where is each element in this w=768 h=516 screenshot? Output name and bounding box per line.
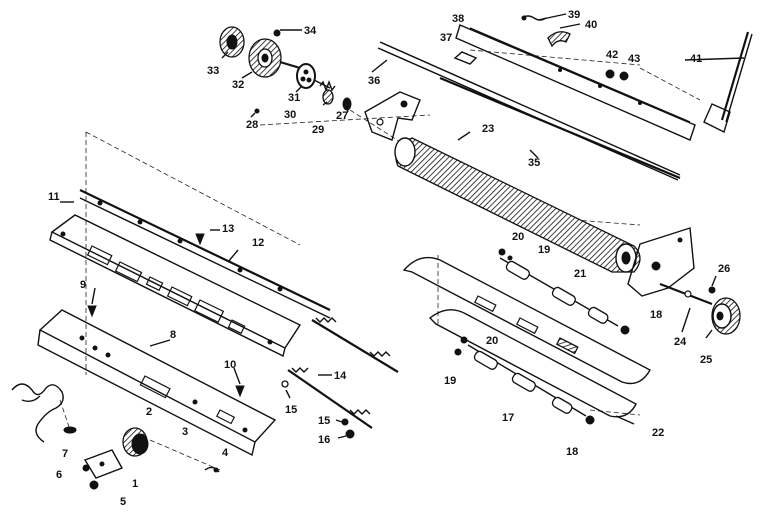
lower-tray-22: [428, 309, 637, 418]
base-plate-8: [37, 309, 277, 457]
nut-part-6: [82, 464, 90, 472]
knob-part-25: [711, 297, 741, 335]
spring-part-30: [319, 80, 336, 92]
label-part-37: 37: [440, 32, 452, 44]
gear-part-32: [248, 38, 301, 78]
label-part-39: 39: [568, 9, 580, 21]
label-part-1: 1: [132, 478, 138, 490]
upper-tray: [402, 256, 651, 385]
label-part-21: 21: [574, 268, 586, 280]
label-part-23: 23: [482, 123, 494, 135]
roller-shaft-part-21: [499, 257, 619, 327]
roller-shaft-part-17: [467, 344, 587, 417]
label-part-34: 34: [304, 25, 317, 37]
label-part-33: 33: [207, 65, 219, 77]
shaft-part-35: [439, 76, 681, 180]
label-part-28: 28: [246, 119, 258, 131]
label-part-5: 5: [120, 496, 126, 508]
label-part-32: 32: [232, 79, 244, 91]
shaft-part-24: [659, 282, 713, 306]
nut-part-18-upper: [620, 325, 630, 335]
wire-part-4: [204, 466, 220, 473]
label-part-15a: 15: [285, 404, 297, 416]
knob-assembly: [219, 26, 352, 118]
wheel-part-31: [296, 63, 331, 89]
bracket-bar-12: [79, 189, 331, 319]
label-part-42: 42: [606, 49, 618, 61]
label-part-25: 25: [700, 354, 712, 366]
label-part-18b: 18: [566, 446, 578, 458]
label-part-35: 35: [528, 157, 540, 169]
label-part-26: 26: [718, 263, 730, 275]
label-part-8: 8: [170, 329, 176, 341]
nut-part-18-lower: [585, 415, 595, 425]
roller-part-23: [394, 137, 641, 273]
label-part-43: 43: [628, 53, 640, 65]
label-part-31: 31: [288, 92, 300, 104]
screw-part-28: [250, 108, 260, 118]
wire-harness: [11, 383, 64, 443]
label-part-13: 13: [222, 223, 234, 235]
label-part-38: 38: [452, 13, 464, 25]
chassis-plate-11: [49, 214, 302, 358]
washer-part-42: [605, 69, 615, 79]
knob-part-33: [219, 26, 245, 58]
part-labels: 1 2 3 4 5 6 7 8 9 10 11 12 13 14 15 15 1…: [48, 9, 730, 508]
label-part-41: 41: [690, 53, 702, 65]
label-part-14: 14: [334, 370, 347, 382]
label-part-40: 40: [585, 19, 597, 31]
label-part-27: 27: [336, 110, 348, 122]
washer-part-20-lower: [460, 336, 468, 344]
clip-part-40: [547, 31, 571, 48]
pin-part-34: [273, 29, 281, 37]
gear-part-2: [122, 427, 149, 457]
clip-part-7: [63, 426, 77, 434]
shaft-part-14-lower: [281, 367, 373, 429]
label-part-19b: 19: [444, 375, 456, 387]
leader-lines: [60, 13, 745, 439]
label-part-2: 2: [146, 406, 152, 418]
clip-part-19-upper: [507, 255, 513, 261]
label-part-20b: 20: [486, 335, 498, 347]
screw-part-5: [89, 480, 99, 490]
label-part-29: 29: [312, 124, 324, 136]
side-bracket-left: [364, 91, 421, 141]
shaft-part-14: [311, 317, 399, 373]
label-part-36: 36: [368, 75, 380, 87]
label-part-10: 10: [224, 359, 236, 371]
label-part-20a: 20: [512, 231, 524, 243]
bar-part-38: [455, 24, 696, 141]
label-part-11: 11: [48, 191, 60, 203]
label-part-17: 17: [502, 412, 514, 424]
washer-part-27: [342, 97, 352, 111]
label-part-4: 4: [222, 447, 229, 459]
bracket-part-1: [83, 449, 124, 479]
spacer-part-29: [322, 89, 334, 105]
nut-part-16: [345, 429, 355, 439]
label-part-24: 24: [674, 336, 687, 348]
label-part-22: 22: [652, 427, 664, 439]
alignment-lines: [59, 49, 701, 471]
label-part-15b: 15: [318, 415, 330, 427]
label-part-16: 16: [318, 434, 330, 446]
label-part-18a: 18: [650, 309, 662, 321]
label-part-3: 3: [182, 426, 188, 438]
label-part-6: 6: [56, 469, 62, 481]
label-part-12: 12: [252, 237, 264, 249]
strip-part-37: [453, 51, 478, 65]
screw-part-26: [708, 286, 716, 294]
label-part-19a: 19: [538, 244, 550, 256]
screw-part-9: [87, 305, 97, 318]
clip-part-19-lower: [454, 348, 462, 356]
label-part-9: 9: [80, 279, 86, 291]
washer-part-20-upper: [498, 248, 506, 256]
screw-part-13: [195, 233, 205, 246]
label-part-30: 30: [284, 109, 296, 121]
screw-part-10: [235, 385, 245, 398]
label-part-7: 7: [62, 448, 68, 460]
lever-part-41: [703, 31, 753, 133]
clip-part-15: [341, 418, 349, 426]
nut-part-43: [619, 71, 629, 81]
